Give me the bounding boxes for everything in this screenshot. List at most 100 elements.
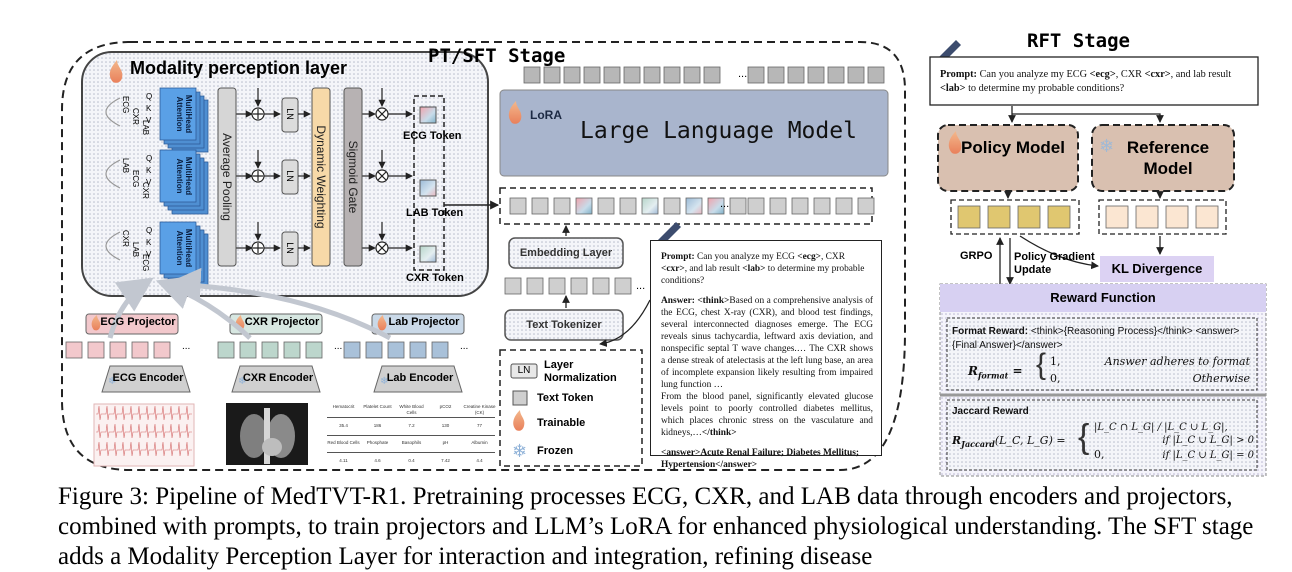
attention-label: MultiHead Attention [175, 228, 193, 268]
projector-token [153, 341, 171, 359]
embedding-token [614, 277, 632, 295]
sft-final-answer: <answer>Acute Renal Failure; Diabetes Me… [661, 448, 859, 470]
jaccard-reward-label: Jaccard Reward [952, 406, 1029, 417]
encoder-snowflake-icon: ❄ [238, 376, 246, 387]
ln-block [281, 231, 299, 267]
flame-icon [109, 60, 123, 83]
qkv-v: V [146, 116, 152, 125]
projector-ellipsis: ... [460, 341, 469, 352]
encoder-snowflake-icon: ❄ [380, 376, 388, 387]
branch-loop [105, 97, 121, 127]
encoder-label: ECG Encoder [112, 372, 184, 384]
pt-sft-stage-title: PT/SFT Stage [428, 45, 566, 67]
lab-table-cell: 77 [476, 423, 482, 428]
figure-caption: Figure 3: Pipeline of MedTVT-R1. Pretrai… [58, 483, 1254, 570]
diagram-canvas: ❄ ❄❄❄ ❄ [61, 40, 1267, 477]
jaccard-cond1: if |L_C ∪ L_G| > 0 [1162, 435, 1254, 446]
input-token [707, 197, 725, 215]
input-token [663, 197, 681, 215]
rft-prompt: Prompt: Can you analyze my ECG <ecg>, CX… [940, 68, 1252, 96]
input-token [575, 197, 593, 215]
jaccard-case2-value: 0, [1094, 448, 1105, 461]
sft-prompt: Prompt: Can you analyze my ECG <ecg>, CX… [661, 252, 865, 286]
reference-token [1165, 205, 1189, 229]
embedding-layer-label: Embedding Layer [519, 247, 613, 259]
input-token [685, 197, 703, 215]
encoder-label: CXR Encoder [242, 372, 314, 384]
llm-title: Large Language Model [580, 118, 857, 144]
attention-block [159, 221, 197, 275]
branch-input-ecg: ECG [121, 96, 130, 114]
encoder-trapezoid [231, 365, 321, 393]
format-reward-line: Format Reward: <think>{Reasoning Process… [952, 326, 1240, 351]
jaccard-reward-box [946, 399, 1258, 471]
embedding-token [548, 277, 566, 295]
kl-divergence-box [1100, 256, 1214, 282]
llm-output-token [747, 66, 765, 84]
reference-snowflake-icon: ❄ [1099, 136, 1114, 156]
lab-table-cell: 4.11 [339, 458, 348, 463]
embedding-token [504, 277, 522, 295]
projector-token [131, 341, 149, 359]
lab-table-cell: 7.2 [408, 423, 415, 428]
input-token [597, 197, 615, 215]
encoder-label: Lab Encoder [386, 372, 454, 384]
lora-flame-icon [508, 101, 522, 124]
ecg-trace-line [96, 441, 192, 457]
llm-output-token-row [523, 66, 885, 84]
attention-block [159, 149, 197, 203]
input-token [747, 197, 765, 215]
r-jaccard-symbol: RJaccard(L_C, L_G) = [952, 434, 1066, 450]
jaccard-fraction: |L_C ∩ L_G| / |L_C ∪ L_G|, [1094, 422, 1228, 433]
cxr-token-label: CXR Token [406, 272, 464, 284]
qkv-q: Q [146, 226, 153, 235]
r-format-symbol: Rformat = [968, 364, 1023, 381]
projector-label: Lab Projector [388, 316, 460, 328]
input-token [857, 197, 875, 215]
reward-function-header [940, 284, 1266, 312]
reference-token [1135, 205, 1159, 229]
lab-table-cell: White Blood Cells [399, 404, 424, 415]
input-token-row [509, 197, 875, 215]
projector-token [217, 341, 235, 359]
embedding-token [570, 277, 588, 295]
input-token [769, 197, 787, 215]
lab-token-square [419, 179, 437, 197]
format-reward-box [946, 317, 1258, 391]
projector-label: CXR Projector [244, 316, 320, 328]
ecg-trace-line [96, 405, 192, 421]
projector-token [65, 341, 83, 359]
format-case2-value: 0, [1050, 372, 1061, 385]
modality-layer-title: Modality perception layer [130, 58, 348, 78]
qkv-v: V [146, 178, 152, 187]
lab-table-cell: Red Blood Cells [327, 440, 360, 445]
embedding-token-row [504, 277, 632, 295]
lab-token-label: LAB Token [406, 207, 464, 219]
branch-1 [105, 87, 413, 153]
llm-output-token [703, 66, 721, 84]
projector-token [261, 341, 279, 359]
branch-input-cxr: CXR [121, 230, 130, 247]
lab-table-cell: 4.6 [374, 458, 381, 463]
reference-output-tokens [1105, 205, 1219, 229]
llm-output-token [603, 66, 621, 84]
text-tokenizer-label: Text Tokenizer [526, 319, 602, 331]
grpo-label: GRPO [960, 250, 993, 262]
policy-flame-icon [948, 131, 962, 154]
ecg-trace-image [93, 403, 195, 467]
input-token [791, 197, 809, 215]
policy-model-box [937, 124, 1079, 192]
dynamic-weighting-bar [311, 87, 331, 267]
lab-table-cell: 35.4 [339, 423, 348, 428]
input-token [509, 197, 527, 215]
projector-token [343, 341, 361, 359]
trainable-flame-icon [513, 410, 525, 431]
encoder-trapezoid [101, 365, 191, 393]
projector-flame-icon [91, 315, 101, 331]
lab-table-cell: 4.4 [476, 458, 483, 463]
llm-output-token [623, 66, 641, 84]
sigmoid-gate-label: Sigmoid Gate [346, 140, 360, 214]
input-token [835, 197, 853, 215]
policy-output-tokens [957, 205, 1071, 229]
projector-token [365, 341, 383, 359]
